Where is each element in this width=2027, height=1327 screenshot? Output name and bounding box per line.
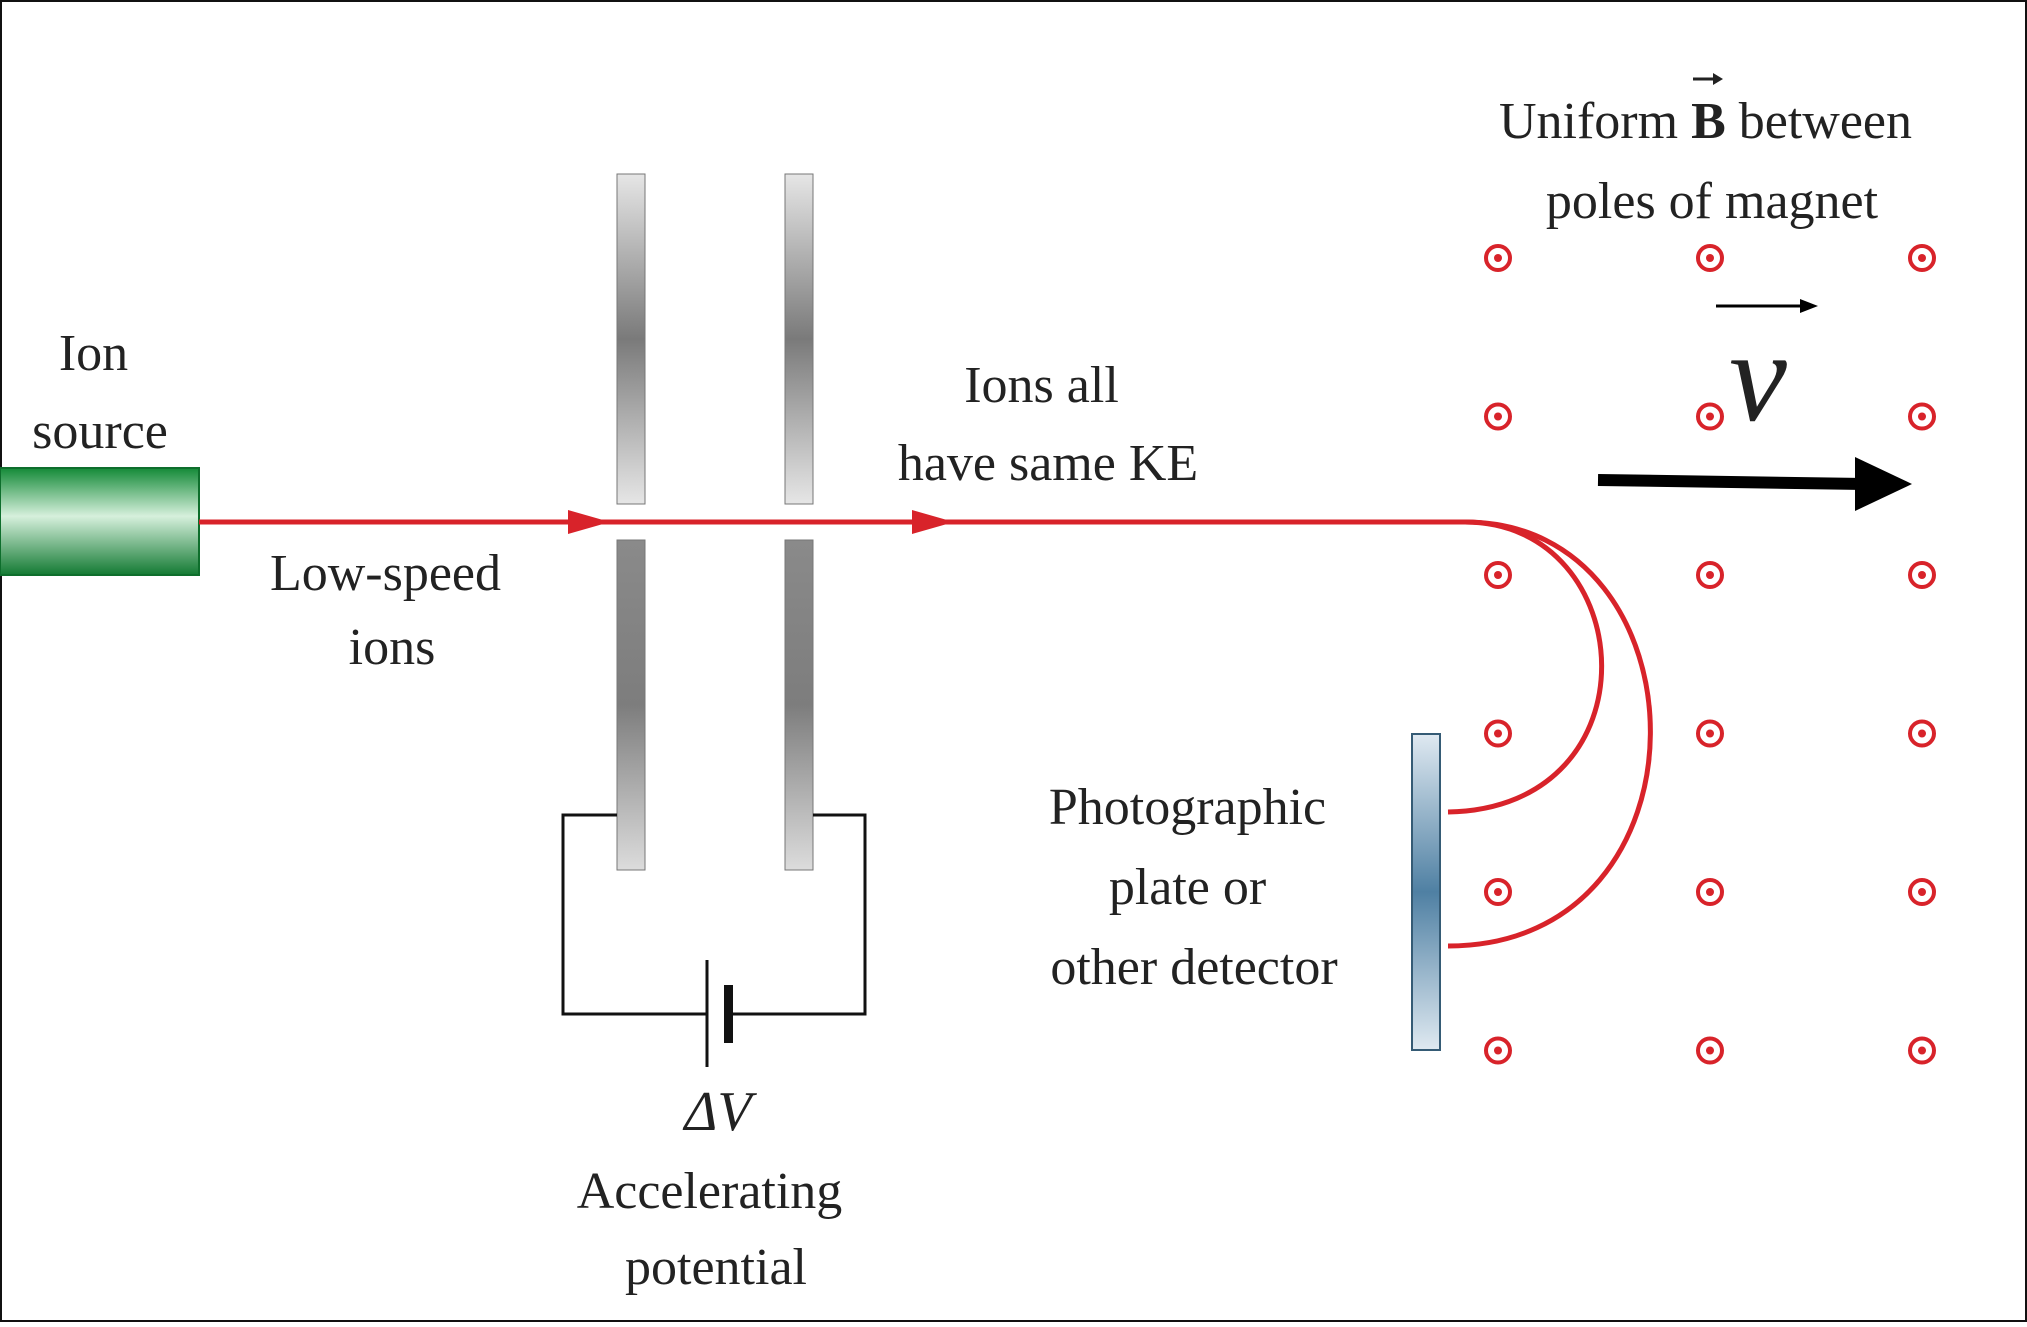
field-dot-icon: [1696, 402, 1724, 431]
field-vector-arrow: [1693, 73, 1723, 85]
field-dot-icon: [1908, 878, 1936, 906]
field-dot-icon: [1484, 719, 1512, 748]
field-dot-icon: [1484, 878, 1512, 906]
field-dot-icon: [1908, 402, 1936, 431]
plate-right-upper: [784, 173, 814, 505]
circuit-wires: [561, 813, 867, 1067]
plate-left-lower: [616, 539, 646, 871]
field-dot-icon: [1908, 719, 1936, 748]
magnetic-field-grid: [1484, 244, 1936, 1065]
field-dot-icon: [1908, 1036, 1936, 1065]
same-ke-label: Ions all have same KE: [898, 357, 1198, 492]
field-dot-icon: [1696, 719, 1724, 748]
field-dot-icon: [1696, 561, 1724, 589]
field-dot-icon: [1484, 561, 1512, 589]
field-dot-icon: [1908, 561, 1936, 589]
beam-arrow-1: [568, 510, 610, 534]
field-dot-icon: [1908, 244, 1936, 272]
velocity-label: v: [1716, 299, 1818, 449]
battery-icon: [724, 985, 733, 1043]
plate-left-upper: [616, 173, 646, 505]
ion-source-label: Ion source: [32, 325, 168, 460]
field-dot-icon: [1484, 402, 1512, 431]
velocity-symbol: v: [1729, 305, 1787, 449]
detector-label: Photographic plate or other detector: [1049, 779, 1339, 996]
field-dot-icon: [1696, 878, 1724, 906]
low-speed-ions-label: Low-speed ions: [270, 545, 514, 676]
delta-v-label: ΔV: [682, 1081, 757, 1143]
field-dot-icon: [1696, 1036, 1724, 1065]
ion-source-block: [0, 467, 200, 576]
field-dot-icon: [1484, 244, 1512, 272]
ion-beam: [199, 519, 1653, 949]
plate-right-lower: [784, 539, 814, 871]
field-dot-icon: [1484, 1036, 1512, 1065]
velocity-vector: [1597, 457, 1912, 511]
field-label: Uniform B between poles of magnet: [1499, 93, 1925, 230]
field-dot-icon: [1696, 244, 1724, 272]
photographic-plate: [1411, 733, 1441, 1051]
accelerating-potential-label: Accelerating potential: [577, 1163, 856, 1296]
beam-arrow-2: [912, 510, 954, 534]
